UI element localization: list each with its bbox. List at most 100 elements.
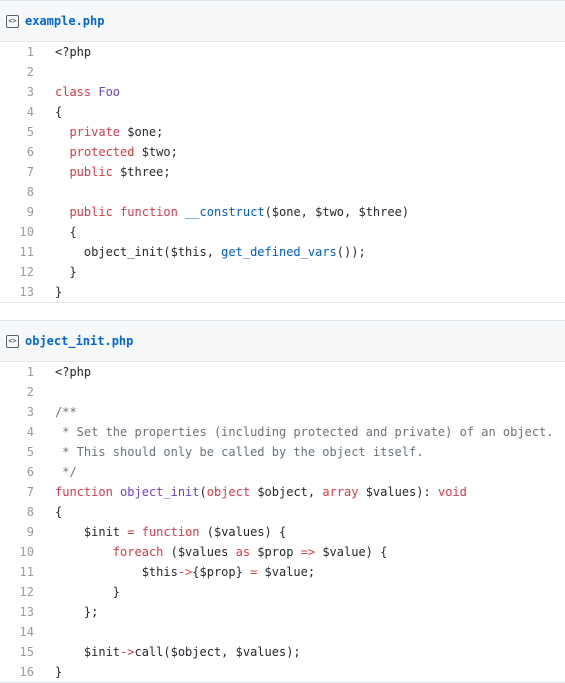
code-token: function — [120, 205, 178, 219]
code-token: public — [69, 165, 113, 179]
line-number[interactable]: 11 — [19, 565, 34, 579]
line-number[interactable]: 5 — [26, 125, 34, 139]
code-line: 8{ — [0, 502, 565, 522]
line-number[interactable]: 8 — [26, 185, 34, 199]
code-token: __construct — [185, 205, 265, 219]
panel-gap — [0, 303, 565, 320]
line-number[interactable]: 7 — [26, 485, 34, 499]
code-line: 1 <?php — [0, 362, 565, 382]
code-token: function — [141, 525, 200, 539]
line-source: protected $two; — [55, 145, 178, 159]
code-line: 5 private $one; — [0, 122, 565, 142]
code-token: $value; — [257, 565, 316, 579]
code-token: {$prop} — [192, 565, 251, 579]
code-token: ($values — [163, 545, 236, 559]
code-token: $two; — [134, 145, 178, 159]
code-token: $value) { — [315, 545, 388, 559]
code-token: ($one, $two, $three) — [264, 205, 410, 219]
line-source: private $one; — [55, 125, 163, 139]
code-token: foreach — [112, 545, 164, 559]
code-token: -> — [177, 565, 193, 579]
code-token: $this — [55, 565, 178, 579]
code-line: 10 foreach ($values as $prop => $value) … — [0, 542, 565, 562]
code-token: class — [55, 85, 92, 99]
line-number[interactable]: 11 — [19, 245, 34, 259]
line-source: { — [55, 105, 62, 119]
code-token: $init — [55, 525, 128, 539]
line-number[interactable]: 2 — [26, 385, 34, 399]
code-line: 7 function object_init(object $object, ar… — [0, 482, 565, 502]
line-number[interactable]: 13 — [19, 605, 34, 619]
code-token: { — [55, 105, 63, 119]
code-token: } — [55, 665, 63, 679]
file-header: <>example.php — [0, 1, 565, 42]
code-token: object_init — [120, 485, 200, 499]
line-number[interactable]: 9 — [26, 205, 34, 219]
code-line: 9 $init = function ($values) { — [0, 522, 565, 542]
line-number[interactable]: 13 — [19, 285, 34, 299]
line-number[interactable]: 15 — [19, 645, 34, 659]
code-line: 13} — [0, 282, 565, 302]
code-token: <?php — [55, 365, 92, 379]
line-number[interactable]: 6 — [26, 465, 34, 479]
code-line: 6 */ — [0, 462, 565, 482]
line-number[interactable]: 7 — [26, 165, 34, 179]
code-token — [55, 125, 69, 139]
line-source: function object_init(object $object, arr… — [55, 485, 467, 499]
file-name-link[interactable]: object_init.php — [25, 334, 134, 348]
code-token: $object, — [250, 485, 323, 499]
line-source: { — [55, 225, 77, 239]
line-source: <?php — [55, 365, 91, 379]
line-number[interactable]: 5 — [26, 445, 34, 459]
line-number[interactable]: 8 — [26, 505, 34, 519]
code-token: = — [127, 525, 135, 539]
file-name-link[interactable]: example.php — [25, 14, 105, 28]
code-line: 5 * This should only be called by the ob… — [0, 442, 565, 462]
file-header: <>object_init.php — [0, 321, 565, 362]
line-number[interactable]: 3 — [26, 405, 34, 419]
line-number[interactable]: 3 — [26, 85, 34, 99]
code-line: 10 { — [0, 222, 565, 242]
line-number[interactable]: 4 — [26, 425, 34, 439]
code-token: public — [69, 205, 113, 219]
line-source: } — [55, 585, 120, 599]
line-source: $init = function ($values) { — [55, 525, 286, 539]
line-number[interactable]: 14 — [19, 625, 34, 639]
line-number[interactable]: 9 — [26, 525, 34, 539]
code-token: = — [250, 565, 258, 579]
line-source: * Set the properties (including protecte… — [55, 425, 554, 439]
line-number[interactable]: 10 — [19, 225, 34, 239]
code-token: } — [55, 285, 63, 299]
code-token: * Set the properties (including protecte… — [55, 425, 554, 439]
code-token — [55, 205, 69, 219]
code-line: 7 public $three; — [0, 162, 565, 182]
line-number[interactable]: 16 — [19, 665, 34, 679]
line-number[interactable]: 4 — [26, 105, 34, 119]
code-token: { — [55, 225, 77, 239]
code-line: 12 } — [0, 262, 565, 282]
line-source: } — [55, 265, 76, 279]
code-token: $prop — [250, 545, 301, 559]
line-number[interactable]: 1 — [26, 45, 34, 59]
line-number[interactable]: 10 — [19, 545, 34, 559]
line-number[interactable]: 12 — [19, 265, 34, 279]
code-token — [55, 545, 113, 559]
line-number[interactable]: 12 — [19, 585, 34, 599]
code-token: $one; — [120, 125, 164, 139]
code-line: 13 }; — [0, 602, 565, 622]
code-token: void — [437, 485, 467, 499]
code-line: 14 — [0, 622, 565, 642]
line-number[interactable]: 6 — [26, 145, 34, 159]
line-number[interactable]: 1 — [26, 365, 34, 379]
code-token — [113, 485, 120, 499]
code-line: 11 object_init($this, get_defined_vars()… — [0, 242, 565, 262]
line-source: * This should only be called by the obje… — [55, 445, 423, 459]
code-token: ($values) { — [199, 525, 287, 539]
code-token: get_defined_vars — [221, 245, 337, 259]
line-number[interactable]: 2 — [26, 65, 34, 79]
code-line: 9 public function __construct($one, $two… — [0, 202, 565, 222]
